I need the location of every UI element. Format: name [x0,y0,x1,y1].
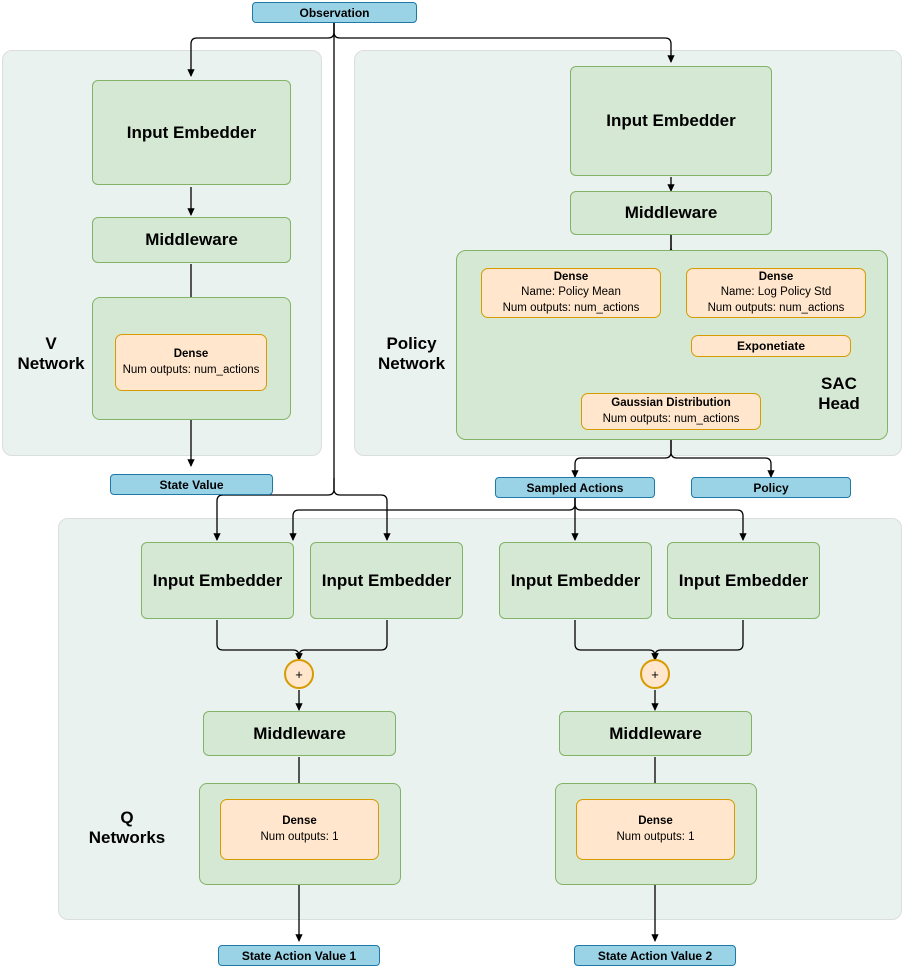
q2-input-embedder-left-label: Input Embedder [510,570,641,590]
q1-input-embedder-left[interactable]: Input Embedder [141,542,294,619]
v-input-embedder-label: Input Embedder [126,122,257,142]
observation-node[interactable]: Observation [252,2,417,23]
sampled-actions-output[interactable]: Sampled Actions [495,477,655,498]
q1-dense-node[interactable]: Dense Num outputs: 1 [220,799,379,860]
v-middleware-label: Middleware [145,230,238,249]
dense-policy-mean-detail: Num outputs: num_actions [502,301,640,314]
q1-middleware[interactable]: Middleware [203,711,396,756]
q2-dense-title: Dense [638,814,673,827]
v-dense-node[interactable]: Dense Num outputs: num_actions [115,334,267,391]
q2-middleware-label: Middleware [609,723,702,743]
q1-add-node[interactable]: + [284,659,314,689]
exponetiate-label: Exponetiate [736,338,805,353]
dense-policy-mean[interactable]: Dense Name: Policy Mean Num outputs: num… [481,268,661,318]
q-networks-group-label: Q Networks [72,808,182,848]
v-input-embedder[interactable]: Input Embedder [92,80,291,185]
sampled-actions-label: Sampled Actions [526,480,624,495]
q2-input-embedder-left[interactable]: Input Embedder [499,542,652,619]
v-dense-detail: Num outputs: num_actions [122,363,260,376]
policy-network-group-label-line1: Policy [386,334,437,353]
state-action-value-2-output[interactable]: State Action Value 2 [574,945,736,966]
state-action-value-2-label: State Action Value 2 [597,948,713,963]
dense-policy-mean-name: Name: Policy Mean [521,286,621,299]
dense-policy-mean-title: Dense [553,270,589,283]
v-dense-title: Dense [173,347,209,360]
state-action-value-1-label: State Action Value 1 [241,948,357,963]
gaussian-distribution-title: Gaussian Distribution [611,396,731,409]
dense-log-policy-std-name: Name: Log Policy Std [720,286,832,299]
sac-head-label-line2: Head [818,394,860,414]
q1-dense-title: Dense [282,814,317,827]
q1-input-embedder-right-label: Input Embedder [321,570,452,590]
sac-head-label: SAC Head [808,374,870,414]
observation-label: Observation [299,5,370,20]
gaussian-distribution-node[interactable]: Gaussian Distribution Num outputs: num_a… [581,393,761,430]
q2-dense-node[interactable]: Dense Num outputs: 1 [576,799,735,860]
dense-log-policy-std[interactable]: Dense Name: Log Policy Std Num outputs: … [686,268,866,318]
q-networks-group-label-line2: Networks [88,828,166,848]
q1-middleware-label: Middleware [253,723,346,743]
q1-dense-detail: Num outputs: 1 [260,830,339,843]
q2-add-label: + [651,666,659,682]
gaussian-distribution-detail: Num outputs: num_actions [602,412,740,425]
q2-dense-detail: Num outputs: 1 [616,830,695,843]
q1-input-embedder-right[interactable]: Input Embedder [310,542,463,619]
policy-middleware-label: Middleware [624,203,718,222]
dense-log-policy-std-detail: Num outputs: num_actions [707,301,845,314]
dense-log-policy-std-title: Dense [758,270,794,283]
policy-network-group-label: Policy Network [364,334,459,374]
q2-middleware[interactable]: Middleware [559,711,752,756]
q1-add-label: + [295,666,303,682]
q2-add-node[interactable]: + [640,659,670,689]
state-value-label: State Value [159,477,224,492]
policy-input-embedder[interactable]: Input Embedder [570,66,772,176]
policy-output[interactable]: Policy [691,477,851,498]
v-network-group-label-line1: V [45,334,57,353]
state-value-output[interactable]: State Value [110,474,273,495]
q1-input-embedder-left-label: Input Embedder [152,570,283,590]
q-networks-group-label-line1: Q [120,808,134,827]
v-network-group-label-line2: Network [17,354,85,374]
policy-network-group-label-line2: Network [377,354,446,374]
q2-input-embedder-right-label: Input Embedder [678,570,809,590]
exponetiate-node[interactable]: Exponetiate [691,335,851,357]
v-middleware[interactable]: Middleware [92,217,291,263]
q2-input-embedder-right[interactable]: Input Embedder [667,542,820,619]
policy-middleware[interactable]: Middleware [570,191,772,235]
sac-head-label-line1: SAC [821,374,857,393]
v-network-group-label: V Network [12,334,90,374]
state-action-value-1-output[interactable]: State Action Value 1 [218,945,380,966]
policy-input-embedder-label: Input Embedder [606,111,736,130]
policy-output-label: Policy [753,480,789,495]
